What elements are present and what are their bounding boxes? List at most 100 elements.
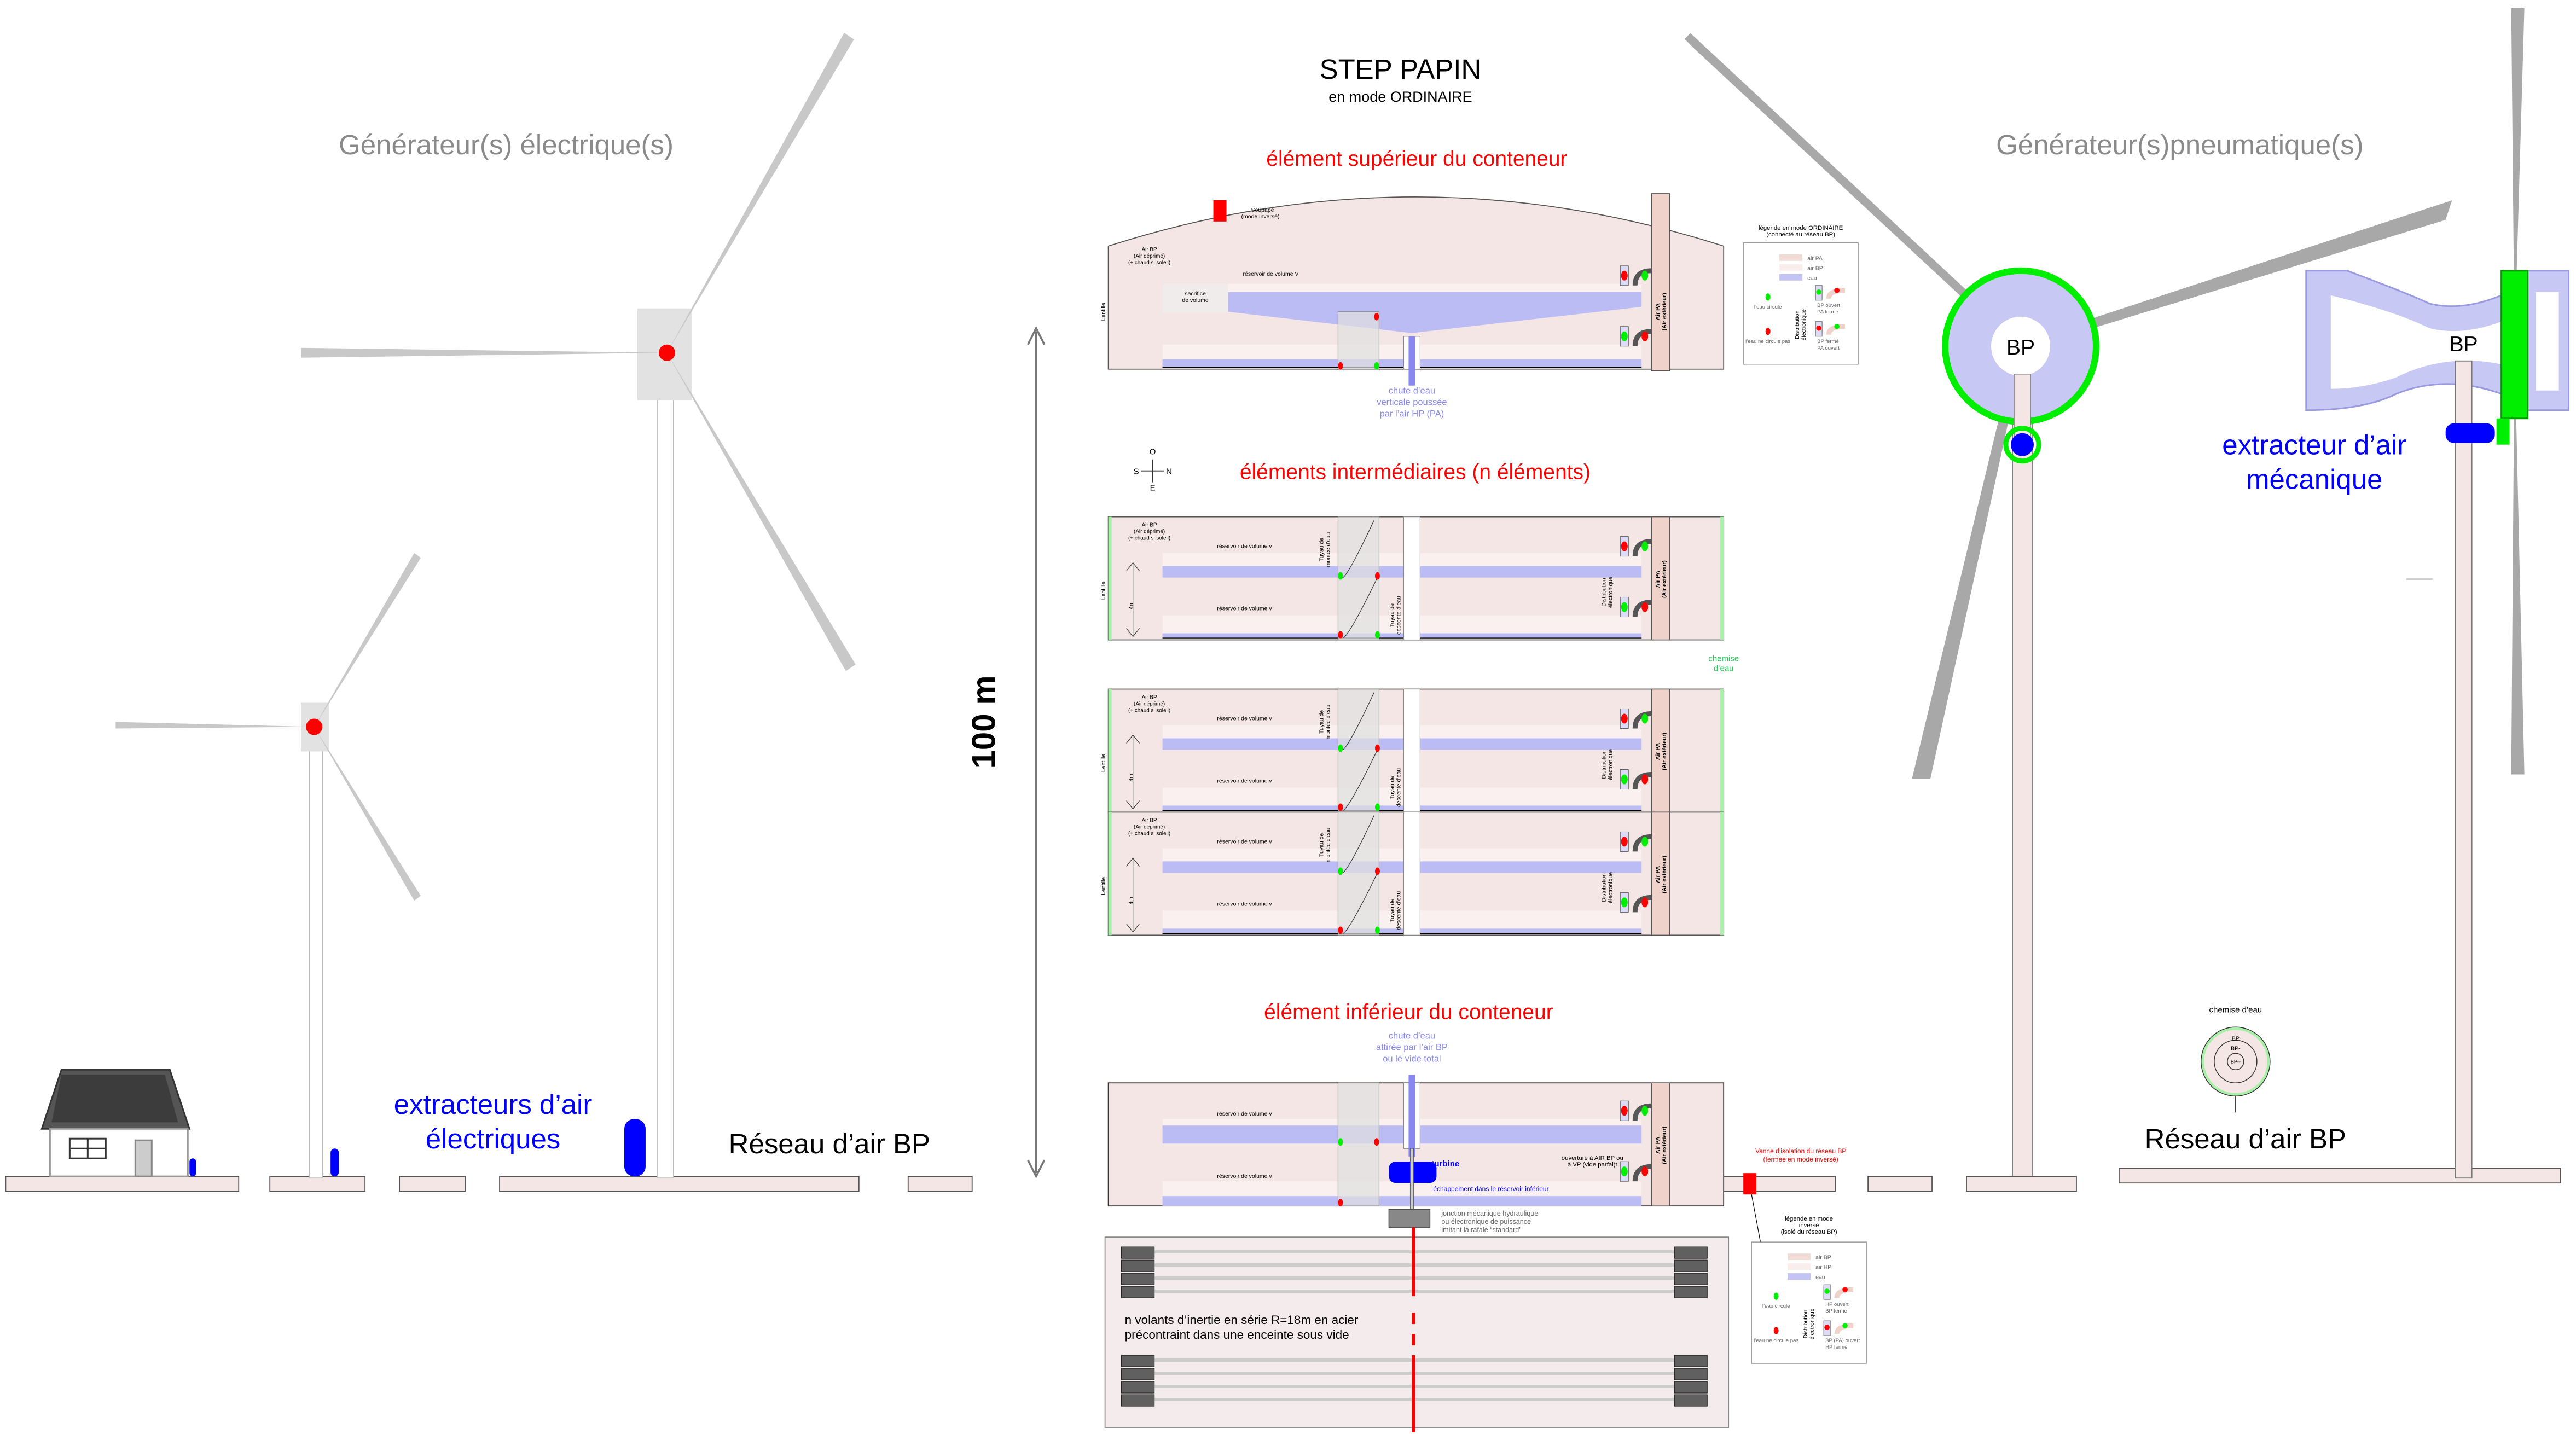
valve-state-icon — [1834, 323, 1840, 329]
legend-elbow — [1826, 324, 1846, 335]
flywheel-mass — [1674, 1394, 1708, 1407]
air-network-pipe — [907, 1176, 973, 1192]
down-pipe — [1403, 688, 1421, 813]
air-bp-label: Air BP — [1142, 695, 1157, 701]
flywheel-mass — [1121, 1273, 1155, 1285]
legend-swatch — [1779, 274, 1803, 281]
legend-box — [1751, 1241, 1867, 1364]
legend-title: légende en mode — [1785, 1216, 1833, 1222]
electric-extractors-label-2: électriques — [426, 1123, 560, 1154]
reservoir-label: réservoir de volume v — [1217, 778, 1272, 784]
legend-distribution-label: électronique — [1809, 1308, 1815, 1339]
mechanical-junction — [1388, 1209, 1431, 1228]
sacrifice-label: sacrifice — [1185, 291, 1206, 297]
water-layer — [1162, 928, 1642, 934]
down-pipe-label: descente d’eau — [1396, 891, 1402, 930]
flow-on-icon — [1765, 293, 1771, 301]
jacket-ring-bp: BP — [2232, 1036, 2240, 1042]
air-bp-label: (Air déprimé) — [1134, 824, 1165, 830]
section-bottom-label: élément inférieur du conteneur — [1264, 1000, 1553, 1024]
flywheel-mass — [1121, 1381, 1155, 1394]
distribution-label: électronique — [1608, 872, 1614, 903]
flow-state-icon — [1338, 803, 1343, 811]
legend-flow-label: l’eau circule — [1762, 1303, 1790, 1309]
flow-state-icon — [1338, 362, 1343, 370]
mechanical-extractor-label-2: mécanique — [2246, 464, 2382, 495]
height-label: 4m — [1129, 774, 1135, 782]
air-bp-label: Air BP — [1142, 817, 1157, 823]
air-pa-label: Air PA — [1655, 742, 1661, 760]
air-layer — [1162, 848, 1642, 862]
reservoir-label: réservoir de volume V — [1243, 271, 1299, 277]
legend-swatch-label: air BP — [1815, 1255, 1831, 1261]
riser-curve — [1343, 815, 1378, 934]
valve-state-icon — [1621, 774, 1628, 785]
valve-state-icon — [1641, 602, 1649, 612]
riser-curve — [1343, 692, 1378, 811]
junction-label: jonction mécanique hydraulique — [1441, 1210, 1538, 1217]
reservoir-label: réservoir de volume v — [1217, 716, 1272, 722]
legend-flow-label: l’eau ne circule pas — [1745, 339, 1790, 345]
flow-state-icon — [1374, 312, 1379, 321]
height-label: 100 m — [966, 675, 1002, 768]
valve-state-icon — [1842, 1287, 1848, 1292]
pneumatic-wind-turbine: BP — [1684, 33, 2452, 1192]
legend-state-label: BP (PA) ouvert — [1825, 1338, 1860, 1344]
isolation-valve-label: (fermée en mode inversé) — [1763, 1156, 1838, 1163]
legend-swatch — [1788, 1273, 1811, 1280]
air-layer — [1162, 344, 1642, 359]
legend-distribution-label: Distribution — [1795, 310, 1801, 339]
air-pa-label: Air PA — [1655, 866, 1661, 883]
water-fall-label: attirée par l’air BP — [1376, 1042, 1448, 1052]
compass: O S N E — [1134, 448, 1172, 493]
flywheel-mass — [1674, 1355, 1708, 1367]
valve-state-icon — [1621, 897, 1628, 908]
flow-state-icon — [1338, 1138, 1343, 1146]
legend-title: légende en mode ORDINAIRE — [1759, 225, 1843, 231]
air-network-pipe — [1716, 1176, 1836, 1192]
valve-state-icon — [1641, 1106, 1649, 1116]
water-layer — [1162, 738, 1642, 750]
water-fall-label: par l’air HP (PA) — [1380, 409, 1444, 419]
air-pa-label: (Air extérieur) — [1662, 293, 1668, 330]
legend-flow-label: l’eau ne circule pas — [1754, 1338, 1798, 1344]
water-jacket-strip — [1720, 516, 1724, 640]
down-pipe — [1403, 811, 1421, 936]
pa-elbow-pipe — [1632, 895, 1652, 913]
leader-line — [1751, 1194, 1762, 1247]
network-right-label: Réseau d’air BP — [2145, 1123, 2346, 1154]
flywheel-mass — [1674, 1368, 1708, 1380]
jacket-ring-bp-minus: BP- — [2231, 1046, 2241, 1052]
compass-right-label: N — [1166, 467, 1172, 477]
flywheel-mass — [1674, 1259, 1708, 1272]
valve-state-icon — [1641, 774, 1649, 785]
valve-state-icon — [1824, 1325, 1830, 1330]
water-fall-label: verticale poussée — [1377, 398, 1447, 408]
lens-label: Lentille — [1101, 754, 1107, 772]
flow-state-icon — [1338, 572, 1343, 580]
flywheel-mass — [1674, 1273, 1708, 1285]
distribution-label: Distribution — [1601, 578, 1607, 607]
flow-state-icon — [1374, 1138, 1379, 1146]
legend-swatch-label: eau — [1815, 1275, 1825, 1281]
air-bp-label: (Air déprimé) — [1134, 253, 1165, 259]
flow-state-icon — [1338, 867, 1343, 875]
legend-state-label: BP ouvert — [1817, 303, 1840, 309]
opening-label: à VP (vide parfai)t — [1568, 1162, 1618, 1168]
compass-north-label: O — [1150, 448, 1156, 457]
legend-distribution-label: Distribution — [1803, 1310, 1809, 1339]
pa-elbow-pipe — [1632, 600, 1652, 617]
legend-flow-label: l’eau circule — [1754, 304, 1782, 310]
legend-state-label: PA ouvert — [1817, 345, 1840, 351]
legend-elbow — [1834, 1287, 1854, 1298]
air-layer — [1162, 910, 1642, 929]
valve-state-icon — [1641, 713, 1649, 724]
air-layer — [1162, 1119, 1642, 1126]
water-jacket-strip — [1108, 689, 1112, 812]
riser-curve — [1343, 520, 1378, 639]
valve-state-icon — [1641, 270, 1649, 281]
water-jacket-label: d’eau — [1714, 664, 1734, 674]
height-dimension: 100 m — [966, 326, 1046, 1179]
